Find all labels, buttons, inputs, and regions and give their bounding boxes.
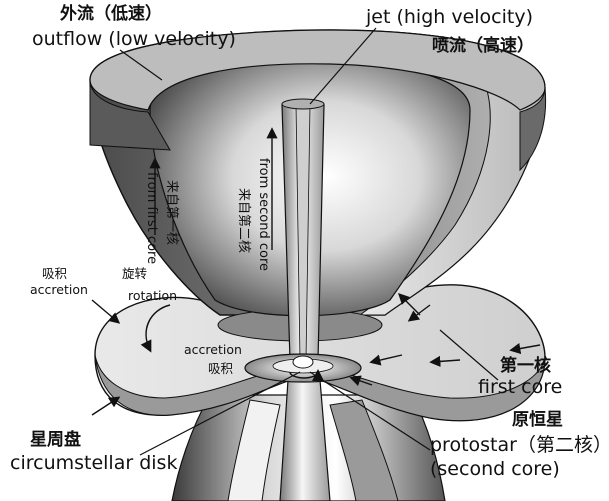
first-core-zh: 第一核 bbox=[500, 356, 551, 376]
rotation-zh: 旋转 bbox=[122, 266, 148, 281]
accretion-center-en: accretion bbox=[184, 342, 242, 357]
jet-label-en: jet (high velocity) bbox=[366, 6, 534, 28]
from-first-core-zh: 来自第一核 bbox=[164, 180, 179, 246]
jet-label-zh: 喷流（高速） bbox=[432, 36, 534, 56]
second-core-en: (second core) bbox=[430, 458, 560, 480]
outflow-label-en: outflow (low velocity) bbox=[32, 28, 236, 50]
accretion-left-en: accretion bbox=[30, 282, 88, 297]
rotation-en: rotation bbox=[128, 288, 178, 303]
from-second-core-zh: 来自第二核 bbox=[236, 188, 251, 254]
first-core-envelope bbox=[94, 284, 546, 422]
protostar-zh: 原恒星 bbox=[512, 410, 563, 430]
protostar-en: protostar（第二核） bbox=[430, 434, 609, 456]
disk-label-en: circumstellar disk bbox=[10, 452, 178, 474]
accretion-center-zh: 吸积 bbox=[208, 361, 234, 376]
disk-label-zh: 星周盘 bbox=[30, 430, 81, 450]
first-core-en: first core bbox=[478, 376, 563, 398]
rotation-arrow bbox=[140, 304, 171, 353]
flow-arrows bbox=[149, 127, 278, 250]
from-second-core-en: from second core bbox=[256, 158, 271, 272]
protostar bbox=[289, 355, 324, 382]
accretion-left-zh: 吸积 bbox=[42, 266, 68, 281]
leader-lines bbox=[119, 27, 499, 456]
outflow-label-zh: 外流（低速） bbox=[60, 4, 162, 24]
accretion-arrows bbox=[91, 293, 541, 416]
from-first-core-en: from first core bbox=[144, 172, 159, 265]
